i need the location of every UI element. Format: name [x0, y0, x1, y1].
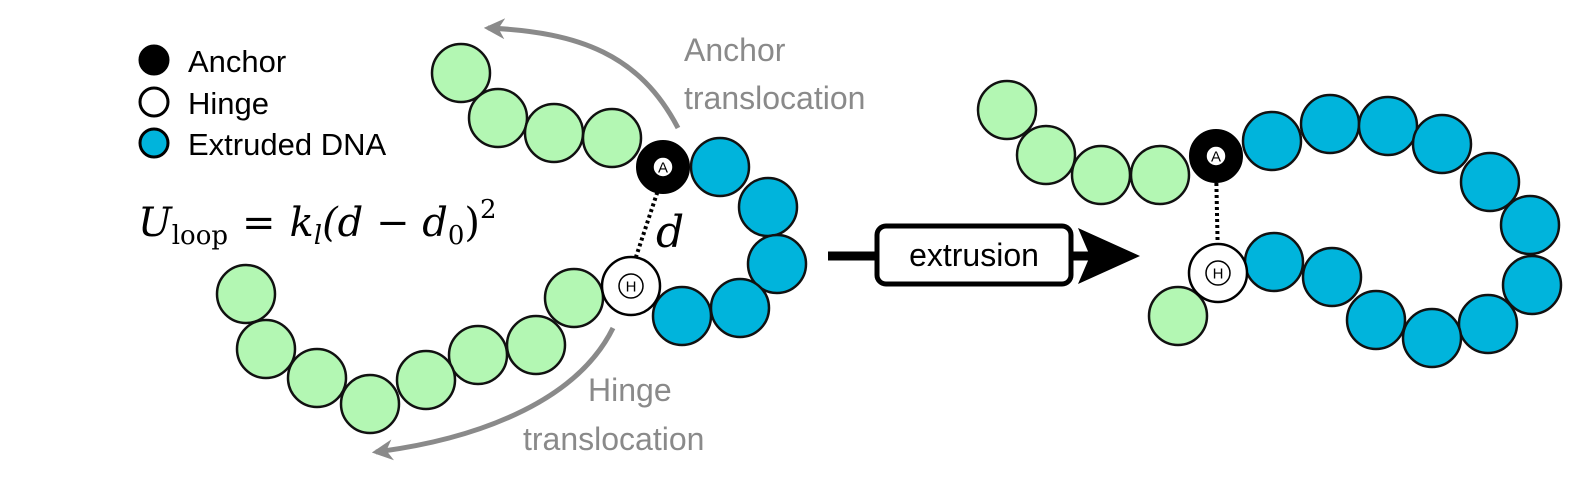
left-tether-dotted-line: [629, 174, 665, 273]
anchor-node-letter: A: [1211, 149, 1221, 166]
dna-bead-extruded: [709, 277, 771, 339]
dna-bead-free: [467, 87, 529, 149]
eq-d0-subscript: 0: [448, 221, 465, 251]
dna-bead-extruded: [651, 285, 713, 347]
dna-bead-extruded: [1357, 95, 1419, 157]
hinge-node-letter: H: [626, 279, 637, 296]
dna-bead-extruded: [1345, 289, 1407, 351]
anchor-node-inner: [1205, 145, 1227, 167]
left-polymer: A H: [215, 42, 808, 435]
legend-extruded-label: Extruded DNA: [188, 127, 386, 162]
dna-bead-free: [286, 347, 348, 409]
anchor-translocation-label: Anchor: [684, 32, 786, 68]
dna-bead-extruded: [1401, 307, 1463, 369]
dna-bead-free: [1015, 124, 1077, 186]
hinge-translocation-label: Hinge: [588, 372, 672, 408]
hinge-node-inner: [1205, 260, 1231, 286]
eq-equals: =: [242, 200, 276, 246]
legend-anchor-label: Anchor: [188, 44, 286, 79]
dna-bead-extruded: [689, 136, 751, 198]
dna-bead-extruded: [1501, 254, 1563, 316]
anchor-node-inner: [652, 156, 674, 178]
legend-hinge-label: Hinge: [188, 86, 269, 121]
hinge-node-inner: [618, 273, 644, 299]
dna-bead-extruded: [1241, 110, 1303, 172]
dna-bead-free: [235, 318, 297, 380]
loop-potential-equation: Uloop = kl(d − d0)2: [138, 195, 497, 251]
dna-bead-free: [543, 267, 605, 329]
dna-bead-free: [523, 102, 585, 164]
dna-bead-extruded: [1301, 246, 1363, 308]
hinge-translocation-label-2: translocation: [523, 421, 704, 457]
eq-close: ): [464, 200, 480, 246]
eq-body: (d − d: [322, 200, 448, 246]
dna-bead-free: [395, 349, 457, 411]
dna-bead-extruded: [1411, 113, 1473, 175]
dna-bead-free: [1147, 285, 1209, 347]
hinge-node-letter: H: [1213, 266, 1224, 283]
legend-anchor-swatch: [138, 44, 170, 76]
eq-k-subscript: l: [314, 221, 322, 251]
eq-k: k: [290, 200, 314, 246]
dna-bead-extruded: [1243, 231, 1305, 293]
eq-lhs-symbol: U: [138, 200, 173, 246]
eq-lhs-subscript: loop: [172, 221, 228, 251]
dna-bead-free: [581, 107, 643, 169]
anchor-translocation-arrow: [483, 18, 681, 130]
extrusion-arrow: extrusion: [828, 223, 1140, 287]
extrusion-arrow-head: [1078, 228, 1140, 284]
dna-bead-extruded: [746, 233, 808, 295]
dna-bead-extruded: [1459, 151, 1521, 213]
eq-power: 2: [480, 195, 497, 225]
legend-hinge-swatch: [138, 86, 170, 118]
dna-bead-free: [505, 314, 567, 376]
dna-bead-free: [1129, 144, 1191, 206]
dna-bead-extruded: [1299, 93, 1361, 155]
dna-bead-extruded: [737, 176, 799, 238]
dna-bead-free: [1070, 144, 1132, 206]
right-polymer: A H: [976, 79, 1563, 369]
legend: Anchor Hinge Extruded DNA: [138, 44, 386, 162]
dna-bead-extruded: [1499, 194, 1561, 256]
legend-extruded-swatch: [138, 127, 170, 159]
dna-bead-extruded: [1457, 293, 1519, 355]
anchor-node-letter: A: [658, 160, 668, 177]
dna-bead-free: [339, 373, 401, 435]
extrusion-label-box: [874, 223, 1074, 287]
distance-label: d: [656, 207, 684, 258]
dna-bead-free: [430, 42, 492, 104]
dna-bead-free: [215, 263, 277, 325]
dna-bead-free: [976, 79, 1038, 141]
extrusion-label: extrusion: [909, 237, 1039, 273]
dna-bead-free: [447, 324, 509, 386]
hinge-translocation-arrow: [371, 326, 616, 461]
anchor-translocation-label-2: translocation: [684, 80, 865, 116]
